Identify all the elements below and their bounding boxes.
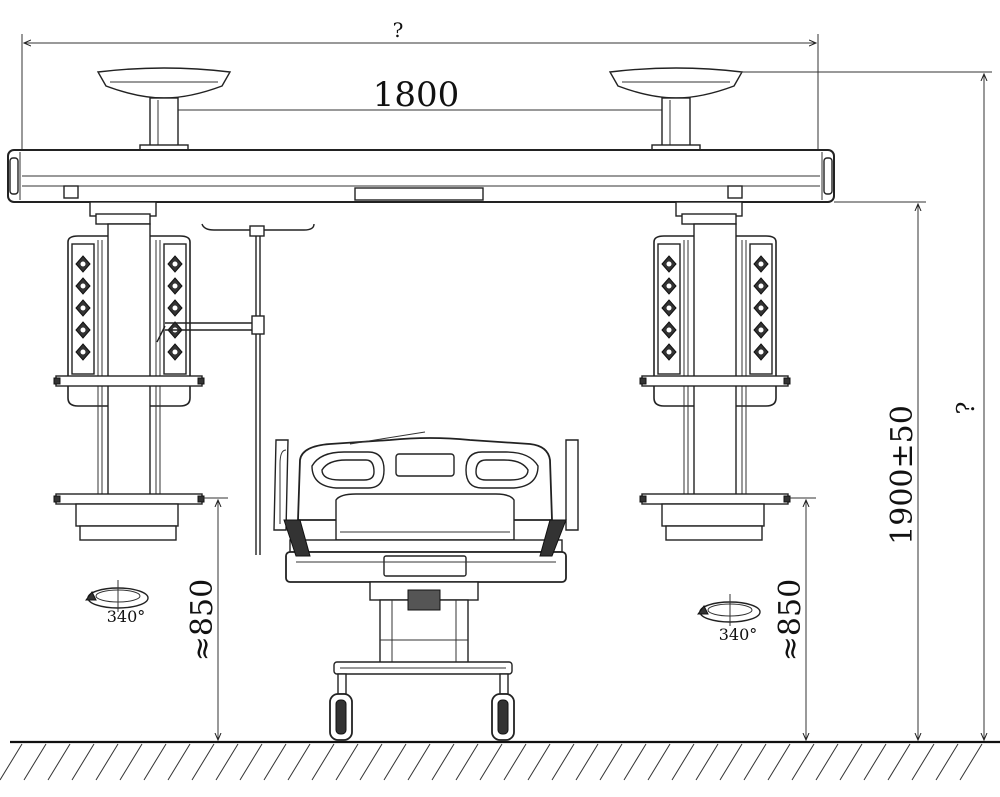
overall-height-label: ? <box>952 402 980 415</box>
lamp-spacing-dimension: 1800 <box>167 75 679 118</box>
lamp-spacing-label: 1800 <box>373 75 460 115</box>
iv-pole <box>156 223 315 555</box>
rotation-left-label: 340° <box>107 607 146 626</box>
rotation-right-label: 340° <box>719 625 758 644</box>
rotation-symbol-left: 340° <box>85 580 149 626</box>
overall-height-dimension: ? <box>740 71 992 740</box>
left-shelf-height-dimension: ≈850 <box>185 497 228 740</box>
ceiling-beam <box>7 149 835 203</box>
beam-height-dimension: 1900±50 <box>834 201 926 740</box>
overall-width-label: ? <box>393 18 404 42</box>
pendant-left <box>53 201 205 541</box>
beam-height-label: 1900±50 <box>885 405 920 545</box>
right-shelf-height-label: ≈850 <box>773 579 808 661</box>
ceiling-lamp-left <box>96 67 232 152</box>
pendant-right <box>639 201 791 541</box>
overall-width-dimension: ? <box>21 18 819 150</box>
hospital-bed <box>273 431 579 741</box>
ceiling-lamp-right <box>608 67 744 152</box>
floor <box>0 740 1000 781</box>
left-shelf-height-label: ≈850 <box>185 579 220 661</box>
rotation-symbol-right: 340° <box>697 594 761 644</box>
right-shelf-height-dimension: ≈850 <box>773 497 816 740</box>
